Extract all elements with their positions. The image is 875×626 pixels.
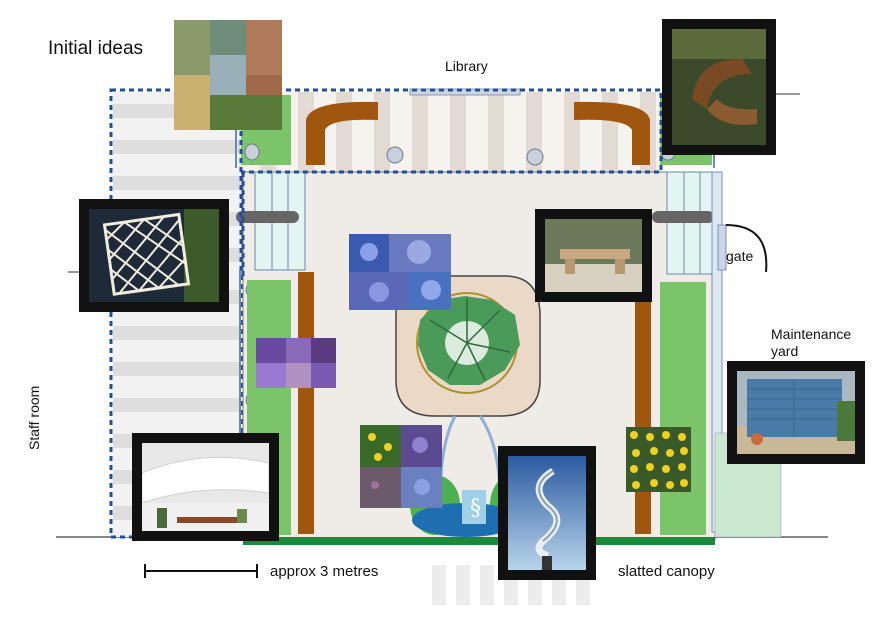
yellow-purple-flowers-collage: [360, 425, 442, 508]
page-title: Initial ideas: [48, 38, 144, 59]
seat-left: [236, 211, 299, 223]
maintenance-label-line2: yard: [771, 343, 799, 359]
fountain-base: [462, 490, 486, 524]
curved-path-right: [574, 101, 650, 165]
canopy-label: slatted canopy: [618, 563, 715, 580]
path-strip-right: [635, 272, 651, 534]
shade-sail-photo: [132, 433, 279, 541]
blue-fence-photo: [727, 361, 865, 464]
purple-flowers-collage: [256, 338, 336, 388]
gate-panel: [717, 224, 727, 271]
maintenance-yard-label: Maintenance yard: [771, 326, 851, 360]
gate-swing: [725, 224, 768, 273]
fountain-symbol: §: [470, 496, 481, 521]
maintenance-label-line1: Maintenance: [771, 326, 852, 342]
path-strip-left: [298, 272, 314, 534]
library-window: [409, 88, 521, 96]
blue-flowers-collage: [349, 234, 451, 310]
scale-label: approx 3 metres: [270, 563, 379, 580]
yellow-flowers-collage: [626, 427, 691, 492]
stone-bench-photo: [535, 209, 652, 302]
central-tree: [416, 292, 520, 394]
staff-room-label: Staff room: [26, 385, 42, 450]
gate-label: gate: [726, 248, 754, 264]
library-label: Library: [445, 58, 488, 74]
green-edge: [243, 537, 715, 545]
curved-timber-seat-photo: [662, 19, 776, 155]
scale-bar: [144, 564, 258, 578]
curved-path-left: [306, 101, 378, 165]
trellis-photo: [79, 199, 229, 312]
steel-sculpture-photo: [498, 446, 596, 580]
seat-right: [652, 211, 714, 223]
grasses-collage: [174, 20, 282, 130]
lawn-right: [660, 282, 706, 535]
